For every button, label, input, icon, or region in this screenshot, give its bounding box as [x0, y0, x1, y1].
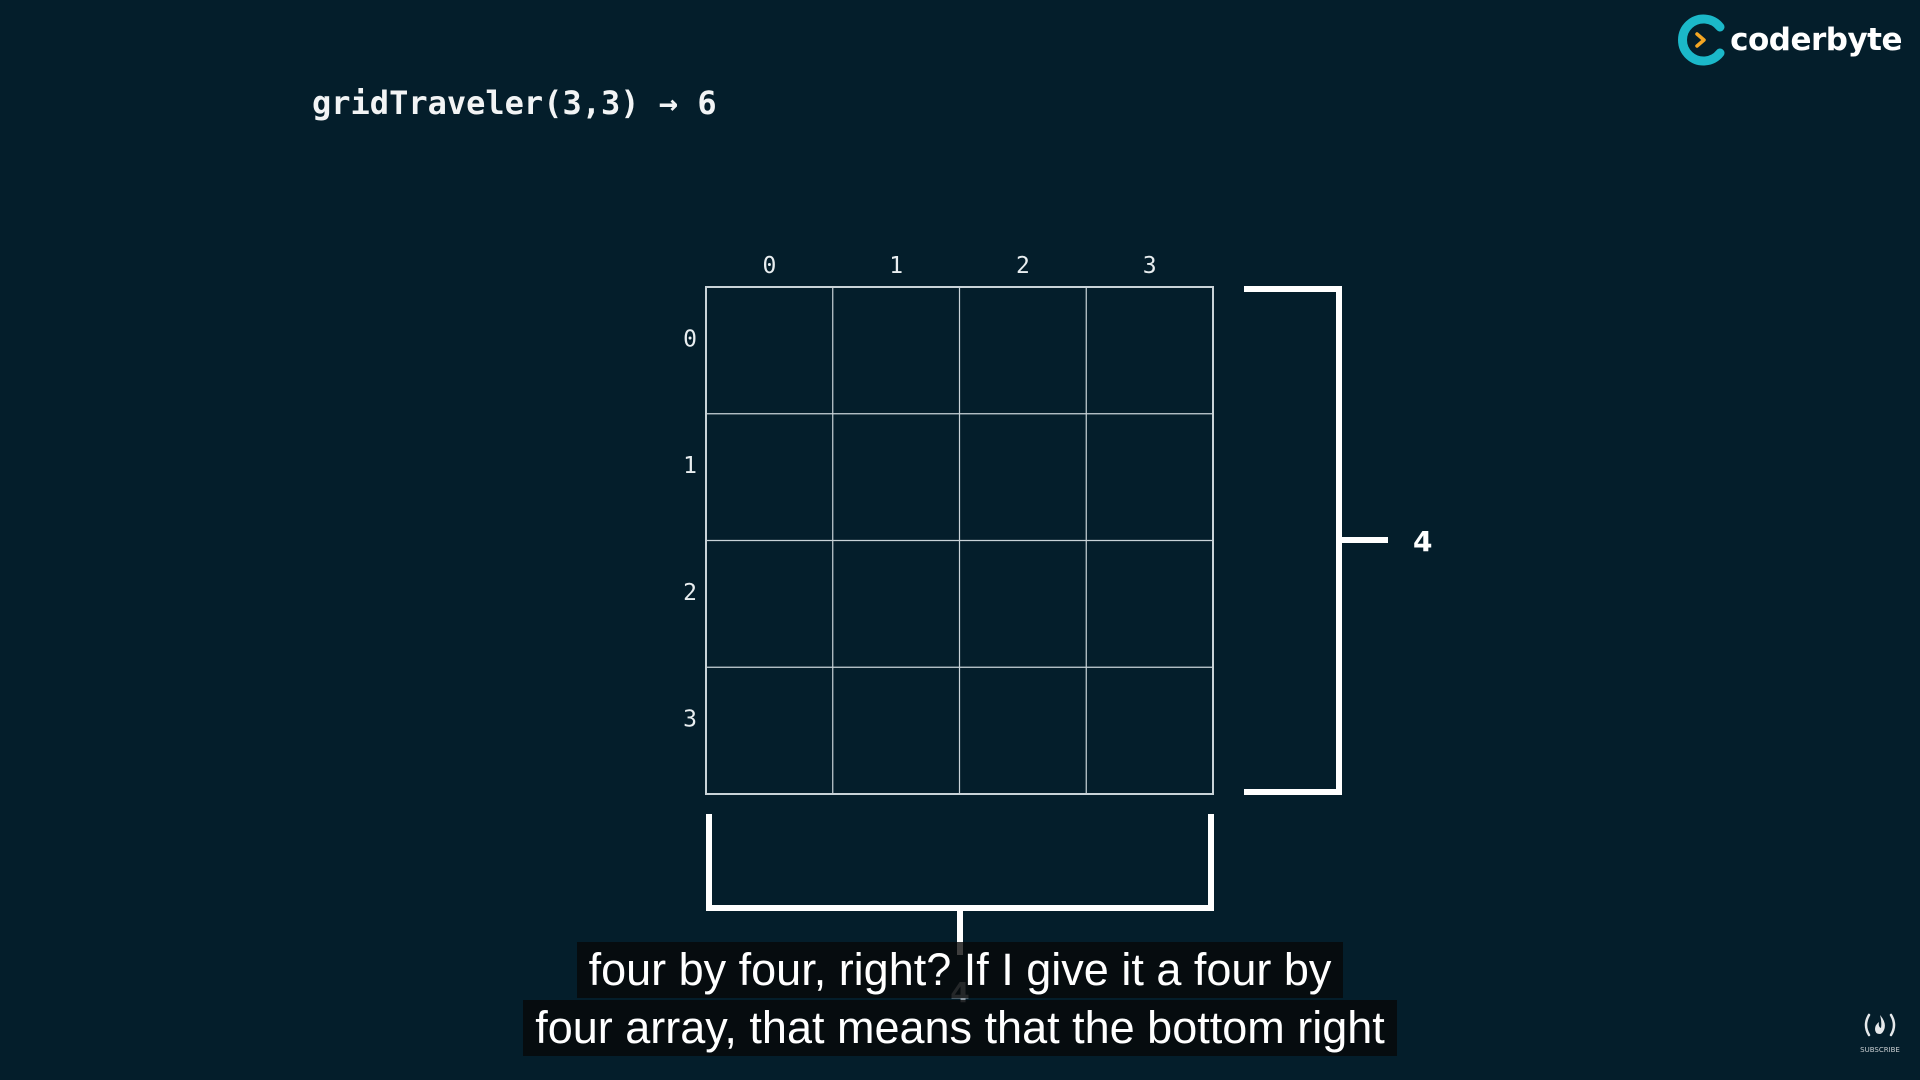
column-label: 0: [762, 253, 776, 279]
row-labels: 0 1 2 3: [683, 326, 697, 732]
grid: [705, 286, 1214, 795]
row-label: 2: [683, 580, 697, 606]
subscribe-button[interactable]: SUBSCRIBE: [1858, 1010, 1902, 1054]
width-bracket: [706, 814, 1214, 955]
column-label: 2: [1016, 253, 1030, 279]
row-label: 3: [683, 707, 697, 733]
height-bracket: [1244, 286, 1388, 795]
row-label: 1: [683, 453, 697, 479]
subscribe-label: SUBSCRIBE: [1860, 1046, 1900, 1054]
brand-name: coderbyte: [1730, 22, 1902, 58]
column-label: 3: [1143, 253, 1157, 279]
caption-line-2: four array, that means that the bottom r…: [523, 1000, 1397, 1056]
height-dimension-label: 4: [1413, 525, 1432, 558]
caption-line-1: four by four, right? If I give it a four…: [576, 942, 1344, 998]
page-title: gridTraveler(3,3) → 6: [312, 84, 717, 122]
column-labels: 0 1 2 3: [762, 253, 1156, 279]
brand-logo: coderbyte: [1676, 14, 1902, 66]
coderbyte-logo-icon: [1678, 14, 1725, 66]
row-label: 0: [683, 326, 697, 352]
freecodecamp-fire-icon: [1864, 1013, 1896, 1037]
subtitles: four by four, right? If I give it a four…: [0, 942, 1920, 1056]
column-label: 1: [889, 253, 903, 279]
